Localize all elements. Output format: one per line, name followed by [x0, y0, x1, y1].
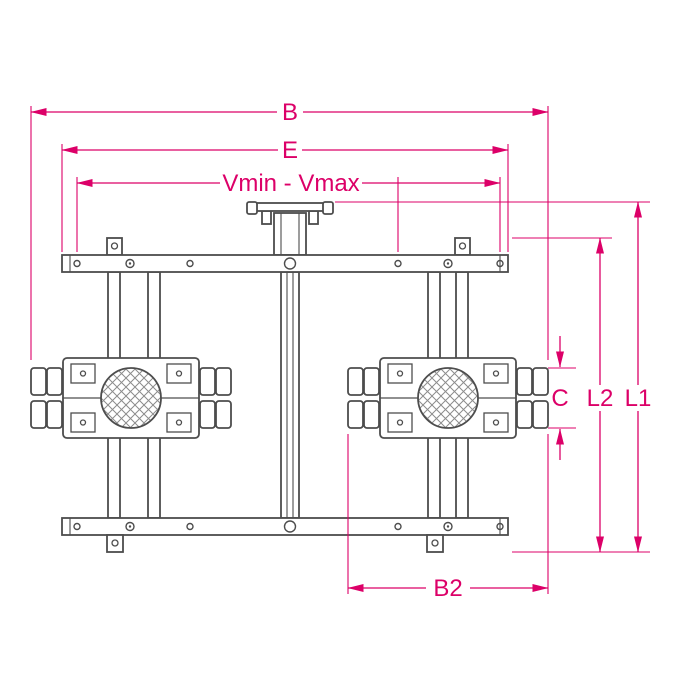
top-beam-holes: [73, 257, 504, 270]
label-masks: [220, 99, 655, 601]
dimensions: [30, 106, 650, 594]
tow-clevis: [246, 201, 334, 256]
left-skate: [30, 357, 232, 439]
bottom-beam-holes: [73, 520, 504, 533]
extension-lines: [30, 106, 650, 594]
top-mount-tabs: [106, 237, 471, 256]
top-beam: [61, 254, 509, 273]
dimension-labels: B E Vmin - Vmax C L2 L1 B2: [222, 99, 651, 602]
right-skate-turntable: [417, 367, 479, 429]
label-c: C: [551, 385, 568, 412]
machine-drawing: [30, 201, 549, 553]
left-skate-rollers: [30, 367, 232, 429]
label-l1: L1: [625, 385, 652, 412]
label-b2: B2: [433, 575, 462, 602]
label-l2: L2: [587, 385, 614, 412]
right-skate-pads: [387, 363, 509, 433]
label-v-range: Vmin - Vmax: [222, 170, 359, 197]
left-skate-turntable: [100, 367, 162, 429]
right-skate-rollers: [347, 367, 549, 429]
dimension-lines: [30, 108, 642, 592]
left-skate-pads: [70, 363, 192, 433]
bottom-beam: [61, 517, 509, 536]
label-e: E: [282, 137, 298, 164]
bottom-feet: [106, 534, 444, 553]
label-b: B: [282, 99, 298, 126]
right-skate: [347, 357, 549, 439]
